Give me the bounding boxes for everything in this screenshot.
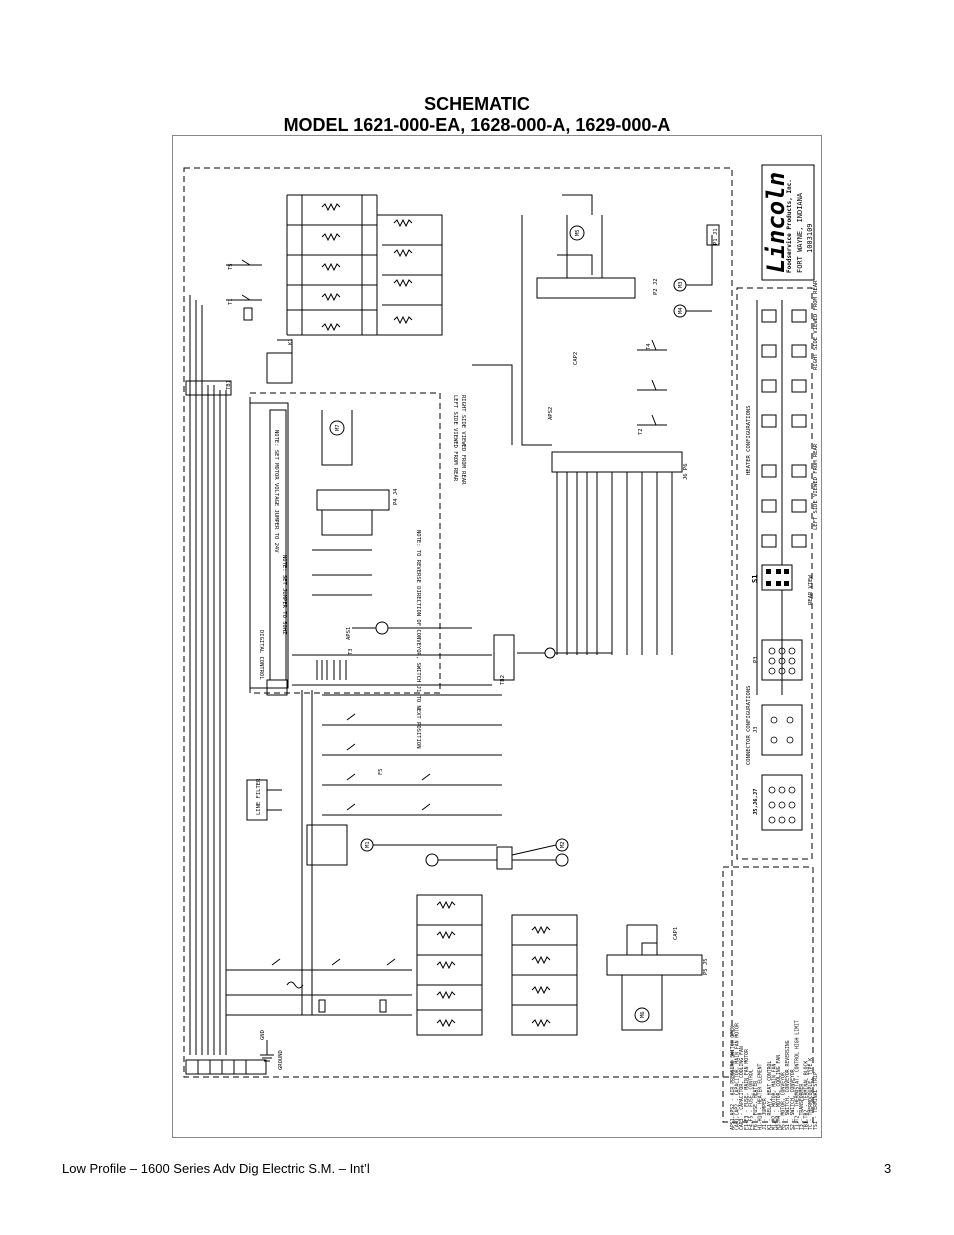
line-filter-label: LINE FILTER: [256, 778, 262, 815]
brand-logo: Lincoln: [762, 172, 790, 273]
note-jumper: NOTE: SET JUMPER TO 50HZ: [281, 555, 287, 635]
legend-entry: T1,T2 - THERMOSTAT, CONTROL HIGH LIMIT: [794, 1020, 800, 1130]
title-block: Lincoln Foodservice Products, Inc. FORT …: [761, 164, 815, 281]
company-location: FORT WAYNE, INDIANA: [796, 192, 804, 273]
company-name: Foodservice Products, Inc.: [786, 179, 793, 273]
model-title: MODEL 1621-000-EA, 1628-000-A, 1629-000-…: [283, 115, 671, 135]
tb2-label: TB2: [500, 675, 506, 685]
m5-label: M5: [575, 229, 581, 236]
legend-entry: J1 - JUMPER: [762, 1098, 768, 1130]
schematic-diagram: Lincoln Foodservice Products, Inc. FORT …: [183, 164, 819, 1130]
legend-entry: H1-H18 - HEATER ELEMENT: [758, 1063, 764, 1130]
legend-entry: M1,M2 - MOTOR, MAIN FAN: [771, 1063, 777, 1130]
j5-p5-label: P5 J5: [703, 958, 709, 975]
legend-entry: S2 - SWITCH, CONVEYOR: [790, 1069, 796, 1130]
legend-entry: TB1,TB2 - TERMINAL BLOCK: [804, 1061, 810, 1130]
legend-entry: CAP3 - CAPACITOR, COOLING FAN: [739, 1046, 745, 1130]
m6-label: M6: [640, 1011, 646, 1018]
legend-entry: M5 - MOTOR, CONVEYOR: [781, 1072, 787, 1130]
m7-label: M7: [335, 424, 341, 431]
j5-j6-j7-label: J5,J6,J7: [753, 789, 759, 816]
t4-label: T4: [646, 343, 652, 350]
legend-entry: F1-F3 - FUSE, MAIN FAN MOTOR: [744, 1049, 750, 1130]
m2-label: M2: [560, 841, 566, 848]
p2-j2-label: P2 J2: [653, 278, 659, 295]
legend-entry: K1 - RELAY, HEAT CONTROL: [767, 1061, 773, 1130]
right-side-viewed-from-rear: RIGHT SIDE VIEWED FROM REAR: [813, 280, 819, 370]
p3-label: P3: [753, 656, 759, 663]
heater-configurations-label: HEATER CONFIGURATIONS: [746, 405, 752, 475]
note-motor-voltage: NOTE: SET MOTOR VOLTAGE JUMPER TO 24V: [273, 430, 279, 553]
connector-configurations-label: CONNECTOR CONFIGURATIONS: [746, 686, 752, 765]
p4-j4-label: P4 J4: [393, 488, 399, 505]
schematic-frame: [172, 135, 822, 1138]
f5-label: F5: [378, 768, 384, 775]
m4-label: M4: [678, 307, 684, 314]
footer-document-title: Low Profile – 1600 Series Adv Dig Electr…: [62, 1161, 370, 1176]
legend-entry: S1 - SWITCH, CONVEYOR REVERSING: [785, 1040, 791, 1130]
aps2-label: APS2: [548, 407, 554, 420]
s1-label: S1: [751, 575, 759, 583]
page-number: 3: [884, 1161, 892, 1176]
j6-p6-label: J6 P6: [683, 463, 689, 480]
aps1-label: APS1: [346, 627, 352, 640]
digital-control-label: DIGITAL CONTROL: [258, 630, 264, 680]
tb1-label: TB1: [226, 380, 232, 390]
legend-entry: F4,F5 - FUSE, CONTROL: [748, 1069, 754, 1130]
t3-label: T3: [348, 648, 354, 655]
k1-label: K1: [288, 338, 294, 345]
cap2-label: CAP2: [573, 352, 579, 365]
rear-view-label: REAR VIEW: [808, 575, 814, 605]
legend-entry: CAP1,CAP2 - CAPACITOR, MAIN FAN MOTOR: [735, 1023, 741, 1130]
right-side-view-label: RIGHT SIDE VIEWED FROM REAR: [460, 395, 466, 485]
j1-label: P1 J1: [713, 228, 719, 245]
t1-label: T1: [228, 298, 234, 305]
legend-entry: T3 - TRANSFORMER: [799, 1084, 805, 1130]
m1-label: M1: [365, 841, 371, 848]
cap1-label: CAP1: [673, 927, 679, 940]
gnd-label: GND: [260, 1030, 266, 1040]
schematic-title: SCHEMATIC: [424, 94, 530, 114]
legend-entry: F6 - FUSE, HEATER: [753, 1081, 759, 1130]
drawing-number: 1003109: [806, 223, 814, 253]
note-reverse-conveyor: NOTE: TO REVERSE DIRECTION OF CONVEYOR, …: [415, 530, 421, 749]
legend-entry: TC - THERMOCOUPLE, TYPE K: [808, 1058, 814, 1130]
m3-label: M3: [678, 281, 684, 288]
wiring: [185, 194, 807, 1075]
ground-label: GROUND: [278, 1050, 284, 1070]
legend-entry: APS1,APS2 - AIR PRESSURE SWITCH OPEN: [730, 1026, 736, 1130]
t2-label: T2: [638, 428, 644, 435]
left-side-view-label: LEFT SIDE VIEWED FROM REAR: [452, 395, 458, 482]
j3-label: J3: [753, 726, 759, 733]
t5-label: T5: [228, 263, 234, 270]
left-side-viewed-from-rear: LEFT SIDE VIEWED FROM REAR: [813, 443, 819, 530]
legend-entry: TS1 - TERMINAL STRIP: [813, 1072, 819, 1130]
legend-entry: M3,M4 - MOTOR, COOLING FAN: [776, 1055, 782, 1130]
